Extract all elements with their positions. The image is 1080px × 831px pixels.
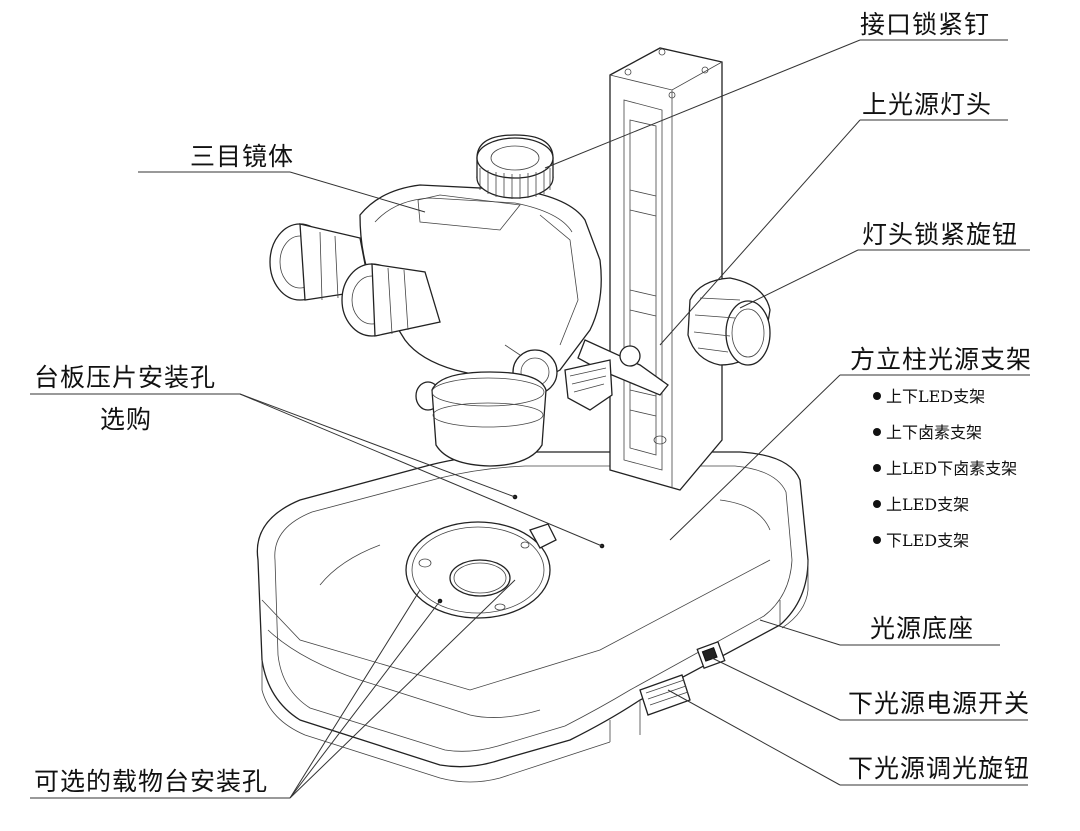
stand-option-3: 上LED下卤素支架 (886, 459, 1017, 478)
stand-option-5: 下LED支架 (886, 531, 969, 550)
label-upper-lamp-head: 上光源灯头 (862, 90, 992, 119)
stand-option-4: 上LED支架 (886, 495, 969, 514)
lamp-drawing (564, 277, 771, 411)
leader-lines (30, 39, 1030, 799)
stand-option-1: 上下LED支架 (886, 387, 985, 406)
light-base-drawing (256, 451, 809, 783)
label-lamp-lock-knob: 灯头锁紧旋钮 (862, 220, 1018, 249)
label-trinocular-body: 三目镜体 (190, 142, 294, 171)
label-optional-stage-holes: 可选的载物台安装孔 (34, 767, 268, 796)
label-lower-dimmer-knob: 下光源调光旋钮 (848, 754, 1030, 783)
label-stage-clip-holes-optional: 选购 (100, 405, 152, 434)
label-lower-power-switch: 下光源电源开关 (848, 689, 1030, 718)
label-stage-clip-holes: 台板压片安装孔 (34, 363, 216, 392)
column-drawing (609, 47, 723, 491)
label-square-column-stand: 方立柱光源支架 (850, 345, 1032, 374)
label-light-base: 光源底座 (870, 614, 974, 643)
stand-option-2: 上下卤素支架 (886, 423, 982, 442)
stand-options-list: 上下LED支架 上下卤素支架 上LED下卤素支架 上LED支架 下LED支架 (873, 387, 1017, 550)
trinocular-head-drawing (269, 134, 602, 467)
label-interface-screw: 接口锁紧钉 (860, 10, 990, 39)
